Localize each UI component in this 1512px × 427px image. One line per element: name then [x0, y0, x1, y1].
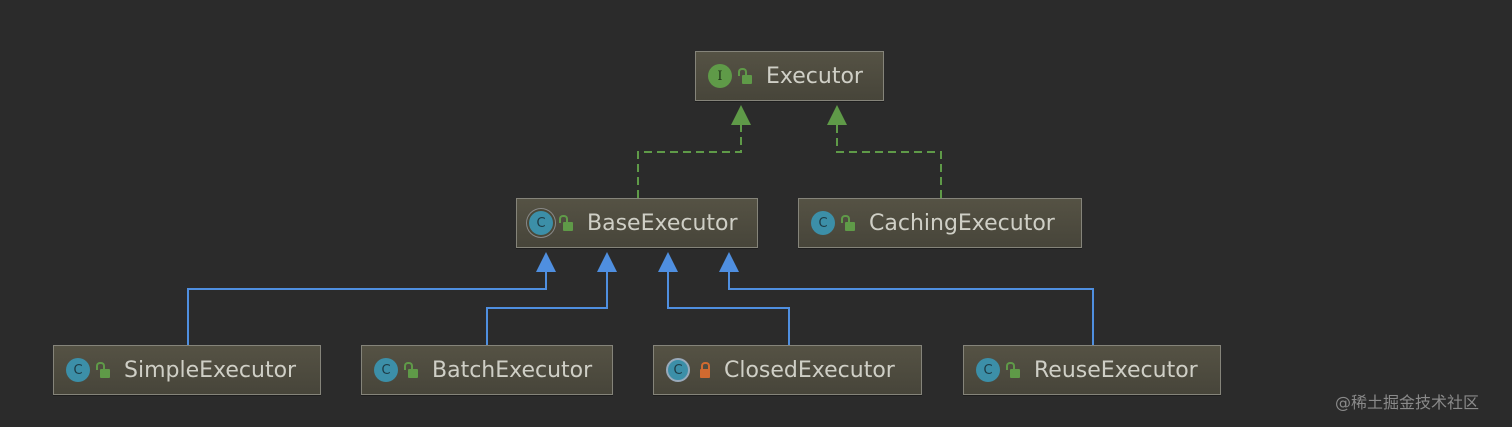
edge-base-implements-executor — [637, 124, 742, 198]
arrowhead-extends — [597, 252, 617, 272]
class-icon: C — [976, 358, 1000, 382]
node-closed-executor[interactable]: C ClosedExecutor — [653, 345, 922, 395]
class-icon: C — [811, 211, 835, 235]
node-simple-executor[interactable]: C SimpleExecutor — [53, 345, 321, 395]
class-icon: C — [374, 358, 398, 382]
arrowhead-extends — [536, 252, 556, 272]
public-lock-icon — [559, 214, 573, 231]
arrowhead-extends — [658, 252, 678, 272]
node-caching-executor[interactable]: C CachingExecutor — [798, 198, 1082, 248]
edge-batch-extends-base — [486, 270, 608, 345]
abstract-class-icon: C — [529, 211, 553, 235]
private-lock-icon — [700, 361, 710, 378]
public-lock-icon — [96, 361, 110, 378]
watermark: @稀土掘金技术社区 — [1335, 393, 1480, 412]
edge-closed-extends-base — [667, 270, 790, 345]
node-reuse-executor[interactable]: C ReuseExecutor — [963, 345, 1221, 395]
node-label: ReuseExecutor — [1034, 357, 1198, 383]
class-icon: C — [66, 358, 90, 382]
node-label: ClosedExecutor — [724, 357, 895, 383]
node-label: SimpleExecutor — [124, 357, 297, 383]
node-label: CachingExecutor — [869, 210, 1055, 236]
public-lock-icon — [841, 214, 855, 231]
arrowhead-implements — [827, 105, 847, 125]
node-label: BatchExecutor — [432, 357, 593, 383]
edge-caching-implements-executor — [836, 124, 942, 198]
node-base-executor[interactable]: C BaseExecutor — [516, 198, 758, 248]
node-label: Executor — [766, 63, 863, 89]
edge-simple-extends-base — [187, 270, 547, 345]
arrowhead-extends — [719, 252, 739, 272]
node-batch-executor[interactable]: C BatchExecutor — [361, 345, 613, 395]
public-lock-icon — [404, 361, 418, 378]
final-class-icon: C — [666, 358, 690, 382]
arrowhead-implements — [731, 105, 751, 125]
public-lock-icon — [1006, 361, 1020, 378]
edge-reuse-extends-base — [728, 270, 1094, 345]
node-label: BaseExecutor — [587, 210, 738, 236]
public-lock-icon — [738, 67, 752, 84]
node-executor[interactable]: I Executor — [695, 51, 884, 101]
interface-icon: I — [708, 64, 732, 88]
